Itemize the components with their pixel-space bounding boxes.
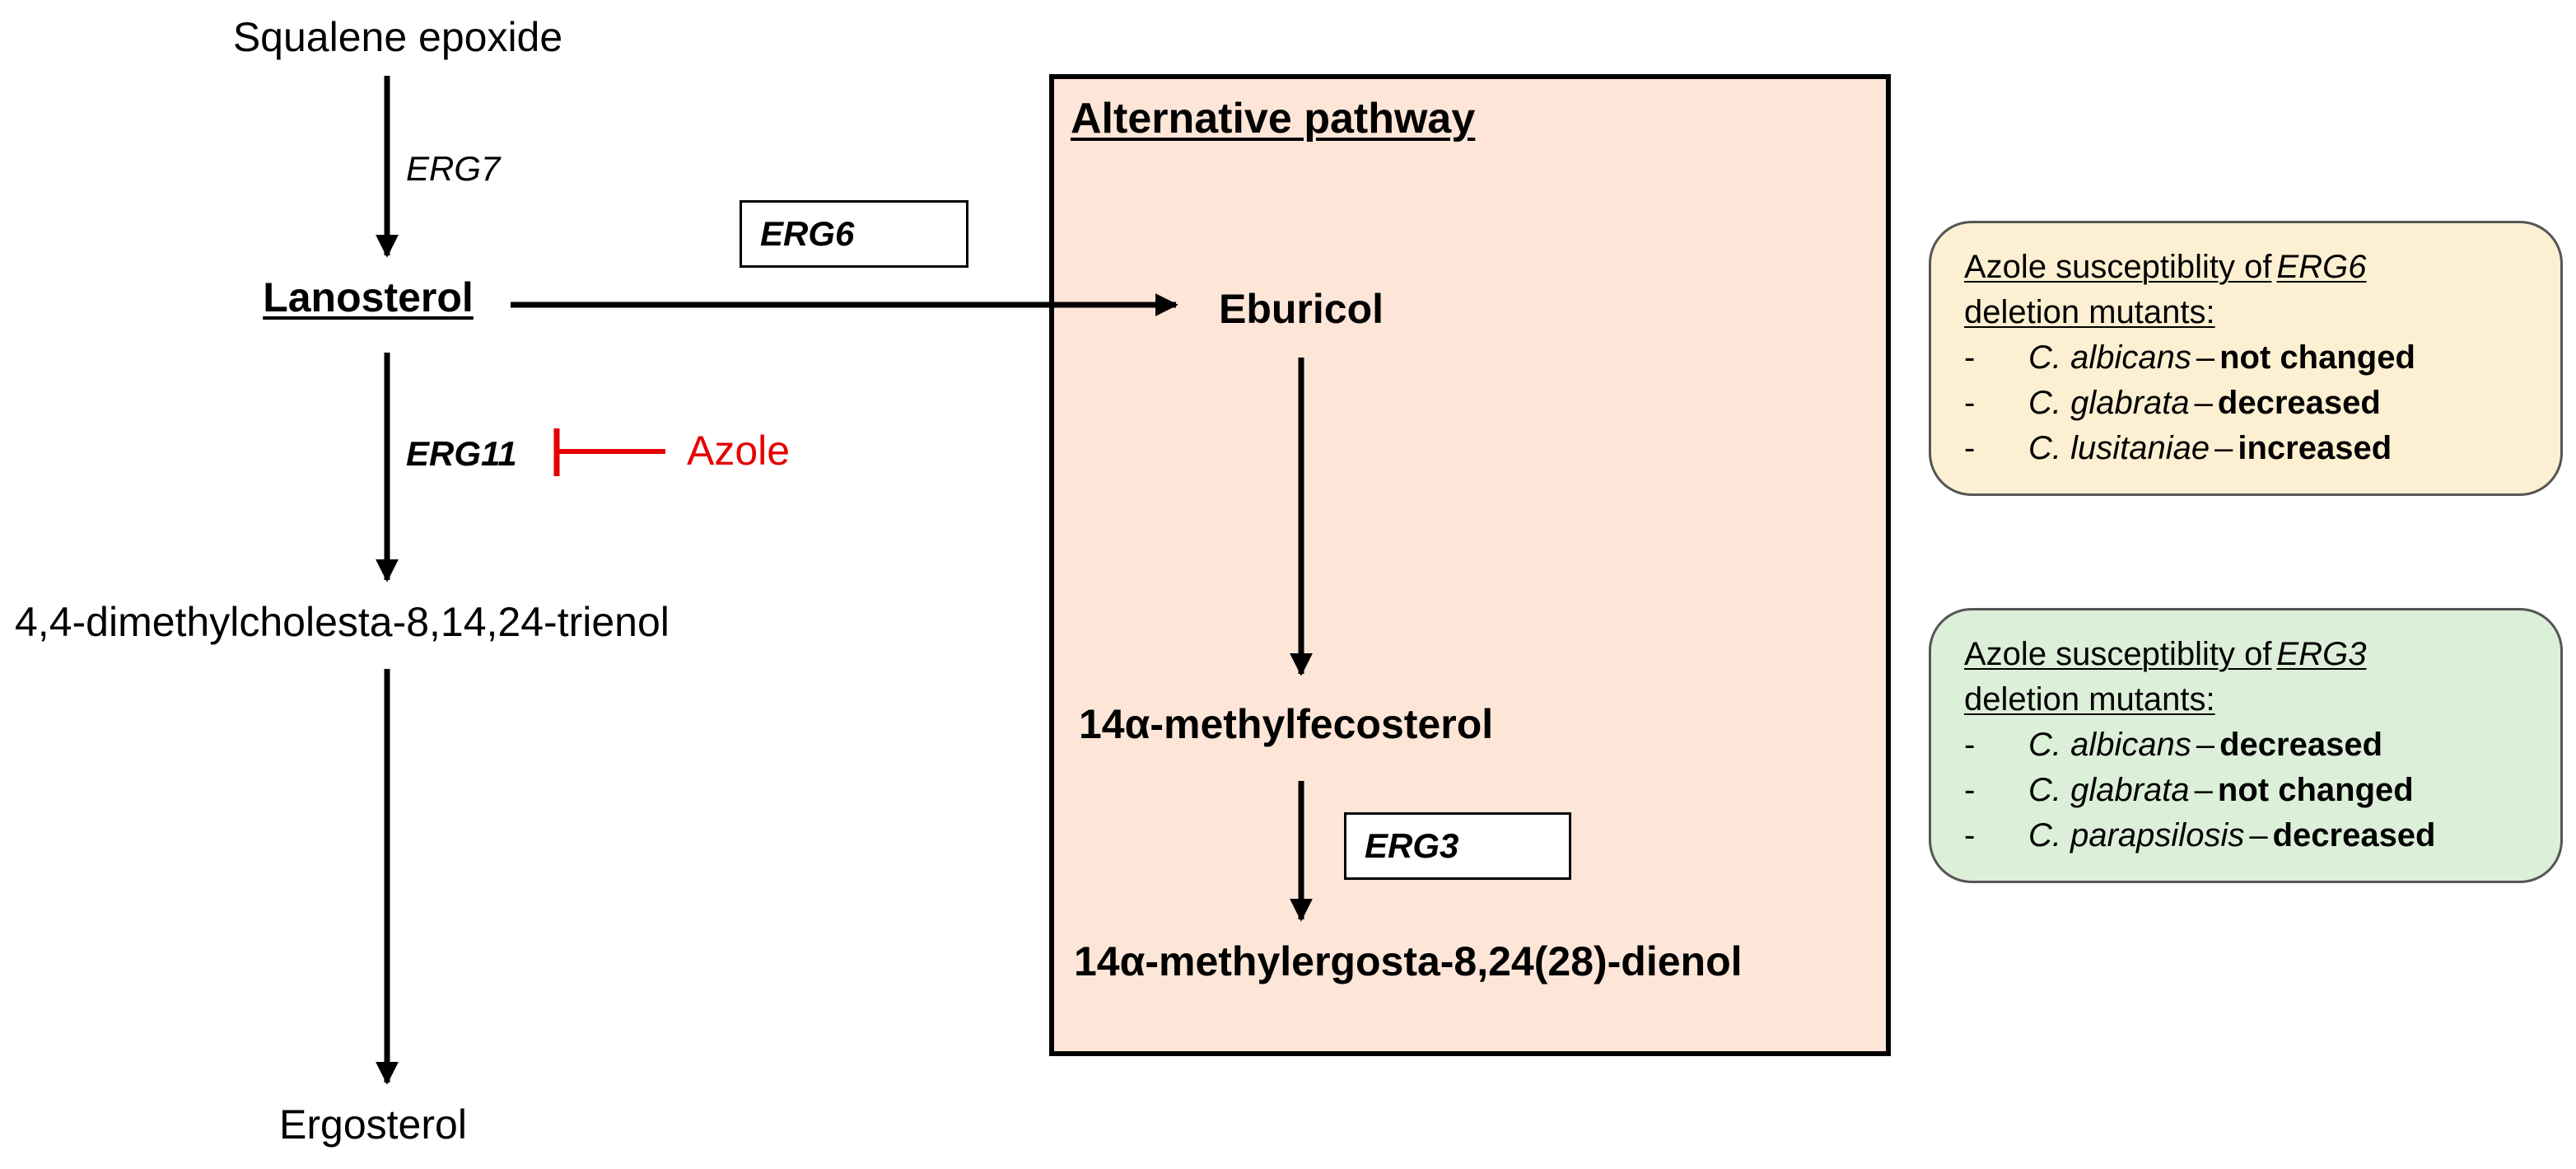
dienol-label: 14α-methylergosta-8,24(28)-dienol: [1074, 938, 1743, 984]
trienol-label: 4,4-dimethylcholesta-8,14,24-trienol: [15, 599, 670, 645]
lanosterol-label: Lanosterol: [263, 274, 474, 320]
erg3-box-subtitle: deletion mutants:: [1964, 681, 2215, 718]
erg6-susceptibility-box: Azole susceptiblity of ERG6 deletion mut…: [1929, 221, 2563, 496]
erg6-label: ERG6: [760, 214, 855, 253]
erg6-box-subtitle: deletion mutants:: [1964, 294, 2215, 330]
list-item: -C. lusitaniae–increased: [1964, 430, 2392, 466]
erg3-enzyme-box: ERG3: [1344, 812, 1571, 880]
alternative-pathway-box: [1049, 74, 1891, 1056]
alternative-pathway-title: Alternative pathway: [1071, 95, 1476, 143]
erg3-susceptibility-box: Azole susceptiblity of ERG3 deletion mut…: [1929, 608, 2563, 883]
erg6-box-gene: ERG6: [2276, 249, 2367, 285]
erg7-label: ERG7: [406, 149, 501, 188]
erg3-box-gene: ERG3: [2276, 636, 2367, 672]
list-item: -C. parapsilosis–decreased: [1964, 817, 2436, 853]
squalene-epoxide-label: Squalene epoxide: [232, 14, 563, 60]
azole-label: Azole: [687, 428, 791, 474]
erg3-label: ERG3: [1365, 826, 1459, 865]
erg3-box-title: Azole susceptiblity of ERG3: [1964, 632, 2536, 677]
list-item: -C. albicans–not changed: [1964, 339, 2415, 376]
erg6-box-title: Azole susceptiblity of ERG6: [1964, 245, 2536, 290]
list-item: -C. glabrata–decreased: [1964, 385, 2381, 421]
methylfecosterol-label: 14α-methylfecosterol: [1079, 701, 1494, 747]
erg6-enzyme-box: ERG6: [740, 200, 968, 268]
list-item: -C. glabrata–not changed: [1964, 772, 2414, 808]
list-item: -C. albicans–decreased: [1964, 727, 2383, 763]
eburicol-label: Eburicol: [1219, 286, 1384, 332]
erg11-label: ERG11: [406, 434, 517, 473]
ergosterol-label: Ergosterol: [279, 1101, 467, 1148]
